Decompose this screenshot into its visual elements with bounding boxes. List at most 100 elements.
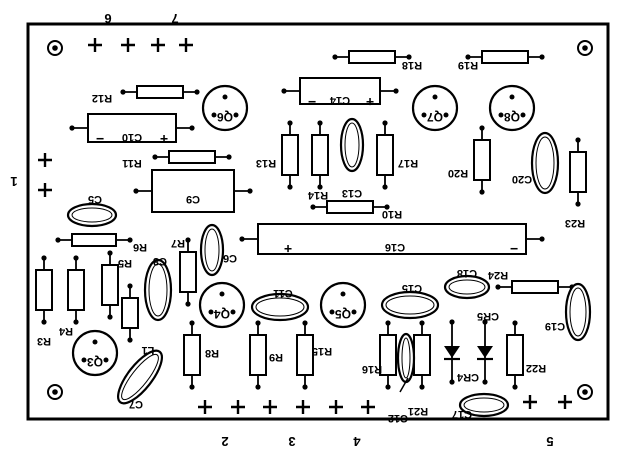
- transistor-q8: [488, 84, 536, 132]
- diode-cr4: [444, 346, 460, 358]
- resistor-r17: [376, 134, 394, 176]
- edge-label-3: 3: [288, 434, 295, 449]
- mounting-hole-icon: [577, 384, 593, 400]
- capacitor-c7: [117, 349, 163, 405]
- plus-terminal-icon: [327, 398, 345, 416]
- capacitor-c9: [151, 169, 235, 213]
- resistor-r10: [326, 200, 374, 214]
- label-c8: C8: [153, 255, 167, 267]
- capacitor-c20: [530, 131, 560, 195]
- label-r12: R12: [92, 92, 112, 104]
- label-c15: C15: [402, 282, 422, 294]
- plus-terminal-icon: [229, 398, 247, 416]
- c14-minus: −: [308, 94, 316, 110]
- capacitor-c13: [339, 117, 365, 173]
- label-r17: R17: [398, 157, 418, 169]
- plus-terminal-icon: [119, 36, 137, 54]
- label-r6: R6: [133, 241, 147, 253]
- resistor-r22: [506, 334, 524, 376]
- label-c18: C18: [457, 267, 477, 279]
- resistor-r16: [379, 334, 397, 376]
- label-r5: R5: [118, 257, 132, 269]
- label-r19: R19: [458, 59, 478, 71]
- label-c19: C19: [545, 320, 565, 332]
- label-c16: C16: [385, 241, 405, 253]
- plus-terminal-icon: [86, 36, 104, 54]
- resistor-r12: [136, 85, 184, 99]
- resistor-r15: [296, 334, 314, 376]
- resistor-r7: [179, 251, 197, 293]
- plus-terminal-icon: [359, 398, 377, 416]
- label-r21: R21: [408, 405, 428, 417]
- resistor-r13: [281, 134, 299, 176]
- label-q8: Q8: [504, 110, 520, 124]
- diode-cr5: [477, 346, 493, 358]
- resistor-r21: [413, 334, 431, 376]
- resistor-r18: [348, 50, 396, 64]
- edge-label-7: 7: [171, 11, 178, 26]
- capacitor-c8: [143, 258, 173, 322]
- transistor-q4: [198, 281, 246, 329]
- label-q6: Q6: [217, 110, 233, 124]
- label-c12: C12: [388, 412, 408, 424]
- label-r7: R7: [171, 237, 185, 249]
- resistor-r20: [473, 139, 491, 181]
- resistor-r14: [311, 134, 329, 176]
- label-r8: R8: [205, 347, 219, 359]
- label-cr5: CR5: [477, 310, 499, 322]
- label-l1: L1: [142, 344, 155, 356]
- label-r10: R10: [382, 208, 402, 220]
- label-cr4: CR4: [456, 371, 479, 383]
- transistor-q6: [201, 84, 249, 132]
- c10-minus: −: [96, 131, 104, 147]
- label-c7: C7: [129, 398, 143, 410]
- capacitor-c15: [380, 290, 440, 320]
- label-q5: Q5: [335, 307, 351, 321]
- edge-label-5: 5: [546, 434, 553, 449]
- capacitor-c16: [257, 223, 527, 255]
- capacitor-c12: [396, 332, 416, 384]
- edge-label-4: 4: [353, 434, 361, 449]
- plus-terminal-icon: [36, 181, 54, 199]
- plus-terminal-icon: [177, 36, 195, 54]
- label-c6: C6: [223, 252, 237, 264]
- label-q4: Q4: [214, 307, 230, 321]
- mounting-hole-icon: [47, 384, 63, 400]
- plus-terminal-icon: [261, 398, 279, 416]
- label-c20: C20: [512, 173, 532, 185]
- resistor-r6: [71, 233, 117, 247]
- board-outline: [26, 22, 610, 421]
- plus-terminal-icon: [149, 36, 167, 54]
- resistor-r4: [67, 269, 85, 311]
- resistor-r11: [168, 150, 216, 164]
- resistor-l1: [121, 297, 139, 329]
- label-r14: R14: [307, 189, 328, 201]
- plus-terminal-icon: [196, 398, 214, 416]
- transistor-q5: [319, 281, 367, 329]
- resistor-r19: [481, 50, 529, 64]
- label-c9: C9: [186, 193, 200, 205]
- label-c10: C10: [122, 131, 142, 143]
- label-r18: R18: [402, 59, 422, 71]
- c10-plus: +: [160, 131, 168, 147]
- edge-label-1: 1: [10, 174, 17, 189]
- resistor-r3: [35, 269, 53, 311]
- resistor-r5: [101, 264, 119, 306]
- label-r22: R22: [526, 362, 546, 374]
- edge-label-6: 6: [104, 11, 111, 26]
- capacitor-c6: [199, 223, 225, 277]
- capacitor-c14: [299, 77, 381, 105]
- capacitor-c5: [66, 202, 118, 228]
- label-r13: R13: [256, 157, 276, 169]
- mounting-hole-icon: [47, 40, 63, 56]
- c14-plus: +: [366, 94, 374, 110]
- label-r20: R20: [448, 167, 468, 179]
- label-c11: C11: [273, 287, 293, 299]
- capacitor-c11: [250, 292, 310, 322]
- label-c5: C5: [88, 193, 102, 205]
- label-c17: C17: [452, 408, 472, 420]
- mounting-hole-icon: [577, 40, 593, 56]
- transistor-q7: [411, 84, 459, 132]
